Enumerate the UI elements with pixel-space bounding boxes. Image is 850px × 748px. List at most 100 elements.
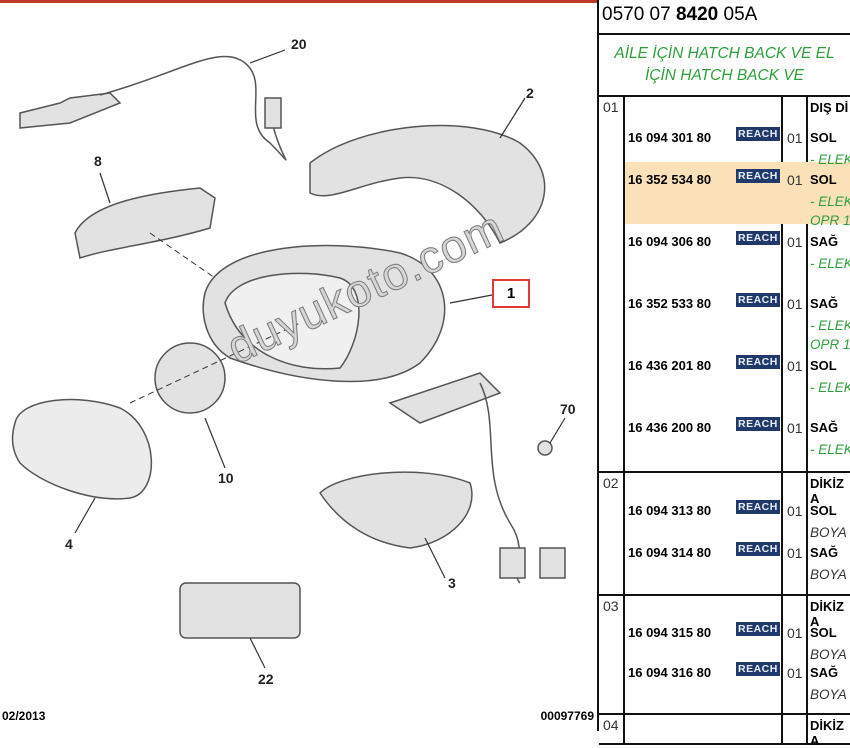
column-divider	[806, 715, 808, 743]
side-label: SAĞ	[810, 545, 839, 560]
callout-20[interactable]: 20	[291, 36, 307, 52]
entry-note: - ELEK	[810, 194, 850, 209]
entry-note: - ELEK	[810, 318, 850, 333]
part-70-screw	[537, 440, 553, 456]
part-number[interactable]: 16 436 200 80	[628, 420, 712, 435]
reach-badge: REACH	[736, 169, 780, 183]
entry-note: - ELEK	[810, 380, 850, 395]
parts-diagram: duyukoto.com 20 2 8 1 10 70 4 3 22 02/20…	[0, 0, 597, 723]
part-number[interactable]: 16 436 201 80	[628, 358, 712, 373]
entry-notes: - ELEK	[810, 440, 850, 459]
quantity: 01	[787, 358, 803, 374]
part-number[interactable]: 16 094 315 80	[628, 625, 712, 640]
diagram-ref: 00097769	[540, 709, 594, 723]
reach-badge: REACH	[736, 355, 780, 369]
part-number[interactable]: 16 094 306 80	[628, 234, 712, 249]
entry-notes: - ELEK	[810, 150, 850, 169]
part-number[interactable]: 16 094 313 80	[628, 503, 712, 518]
quantity: 01	[787, 625, 803, 641]
entry-notes: BOYA	[810, 523, 847, 542]
column-divider	[781, 97, 783, 471]
reach-badge: REACH	[736, 542, 780, 556]
title-prefix: 0570 07	[602, 4, 676, 25]
entry-notes: - ELEK	[810, 378, 850, 397]
reach-badge: REACH	[736, 231, 780, 245]
callout-4[interactable]: 4	[65, 536, 73, 552]
reach-badge: REACH	[736, 127, 780, 141]
column-divider	[781, 473, 783, 594]
part-2-cover	[309, 124, 546, 244]
callout-1-highlighted[interactable]: 1	[492, 279, 530, 308]
column-divider	[806, 473, 808, 594]
part-20-harness	[19, 92, 122, 129]
part-group: 04 DİKİZ A	[599, 715, 850, 748]
part-group: 01 DIŞ Dİ 16 094 301 80 REACH 01 SOL - EL…	[599, 97, 850, 473]
parts-table: 0570 07 8420 05A AİLE İÇİN HATCH BACK VE…	[597, 0, 850, 748]
callout-2[interactable]: 2	[526, 85, 534, 101]
column-divider	[806, 596, 808, 713]
group-index: 01	[603, 99, 619, 115]
entry-note: BOYA	[810, 647, 847, 662]
callout-10[interactable]: 10	[218, 470, 234, 486]
column-divider	[623, 97, 625, 471]
part-number[interactable]: 16 352 534 80	[628, 172, 712, 187]
entry-note: OPR 1	[810, 337, 850, 352]
group-index: 02	[603, 475, 619, 491]
callout-3[interactable]: 3	[448, 575, 456, 591]
reach-badge: REACH	[736, 622, 780, 636]
part-8-indicator	[74, 187, 216, 259]
column-divider	[623, 473, 625, 594]
quantity: 01	[787, 503, 803, 519]
side-label: SAĞ	[810, 296, 839, 311]
reach-badge: REACH	[736, 500, 780, 514]
mirror-exploded-view	[11, 49, 566, 669]
group-index: 04	[603, 717, 619, 733]
part-22-switch	[179, 582, 301, 639]
table-subtitle: AİLE İÇİN HATCH BACK VE EL İÇİN HATCH BAC…	[599, 35, 850, 97]
part-number[interactable]: 16 094 314 80	[628, 545, 712, 560]
side-label: SAĞ	[810, 665, 839, 680]
entry-notes: - ELEK OPR 1	[810, 316, 850, 354]
subtitle-line: AİLE İÇİN HATCH BACK VE EL	[614, 45, 835, 62]
part-number[interactable]: 16 094 316 80	[628, 665, 712, 680]
side-label: SAĞ	[810, 420, 839, 435]
entry-note: BOYA	[810, 687, 847, 702]
title-suffix: 05A	[718, 4, 758, 25]
reach-badge: REACH	[736, 662, 780, 676]
reach-badge: REACH	[736, 293, 780, 307]
column-divider	[623, 715, 625, 743]
quantity: 01	[787, 130, 803, 146]
entry-note: - ELEK	[810, 256, 850, 271]
side-label: SOL	[810, 172, 837, 187]
subtitle-line: İÇİN HATCH BACK VE	[644, 67, 805, 84]
title-bold: 8420	[675, 4, 719, 25]
column-divider	[781, 596, 783, 713]
quantity: 01	[787, 545, 803, 561]
part-10-motor	[154, 342, 226, 414]
quantity: 01	[787, 296, 803, 312]
part-number[interactable]: 16 352 533 80	[628, 296, 712, 311]
quantity: 01	[787, 172, 803, 188]
group-index: 03	[603, 598, 619, 614]
reach-badge: REACH	[736, 417, 780, 431]
quantity: 01	[787, 234, 803, 250]
part-number[interactable]: 16 094 301 80	[628, 130, 712, 145]
part-4-glass	[11, 398, 152, 500]
group-header: DIŞ Dİ	[810, 100, 849, 115]
quantity: 01	[787, 420, 803, 436]
entry-notes: BOYA	[810, 645, 847, 664]
part-3-bracket	[319, 471, 473, 549]
entry-notes: - ELEK	[810, 254, 850, 273]
column-divider	[623, 596, 625, 713]
group-header: DİKİZ A	[810, 718, 844, 748]
table-title: 0570 07 8420 05A	[599, 0, 850, 35]
entry-note: - ELEK	[810, 442, 850, 457]
entry-note: BOYA	[810, 567, 847, 582]
part-mount	[388, 372, 502, 424]
side-label: SOL	[810, 625, 837, 640]
callout-70[interactable]: 70	[560, 401, 576, 417]
callout-8[interactable]: 8	[94, 153, 102, 169]
callout-22[interactable]: 22	[258, 671, 274, 687]
